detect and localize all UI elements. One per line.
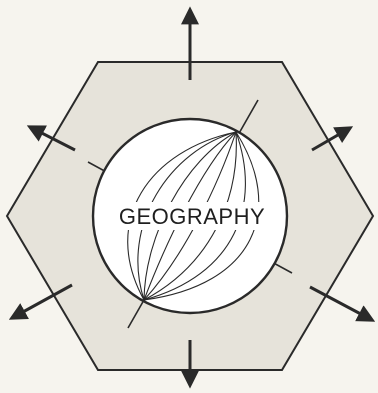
- globe-label: GEOGRAPHY: [119, 204, 265, 229]
